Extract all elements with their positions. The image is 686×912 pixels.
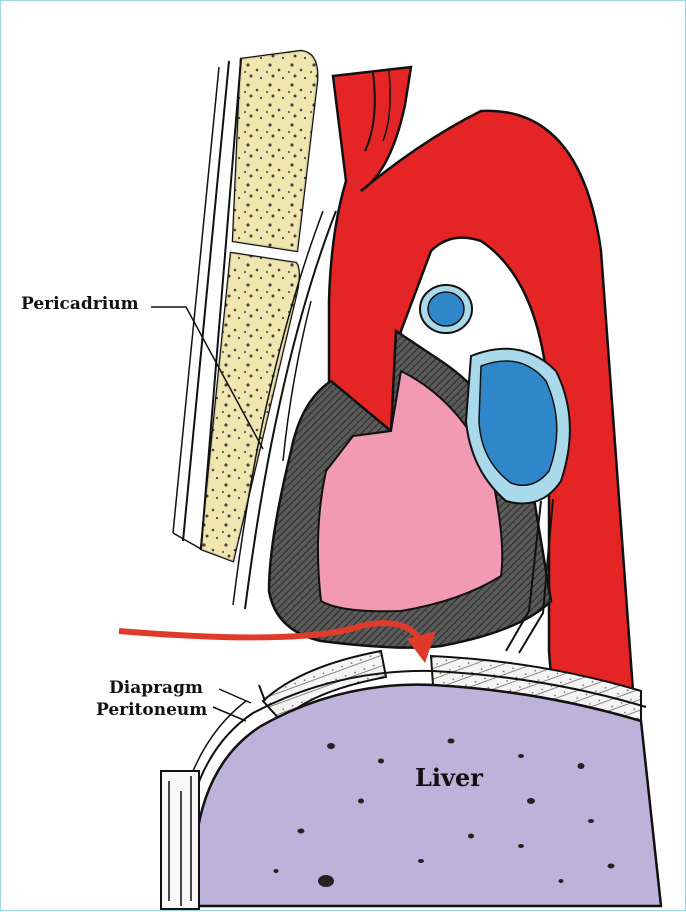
liver-label: Liver — [415, 763, 483, 792]
peritoneum-label: Peritoneum — [96, 700, 207, 720]
diaphragm-label: Diapragm — [109, 678, 203, 698]
lower-rib — [161, 771, 199, 909]
pericardium-label: Pericadrium — [21, 294, 139, 314]
